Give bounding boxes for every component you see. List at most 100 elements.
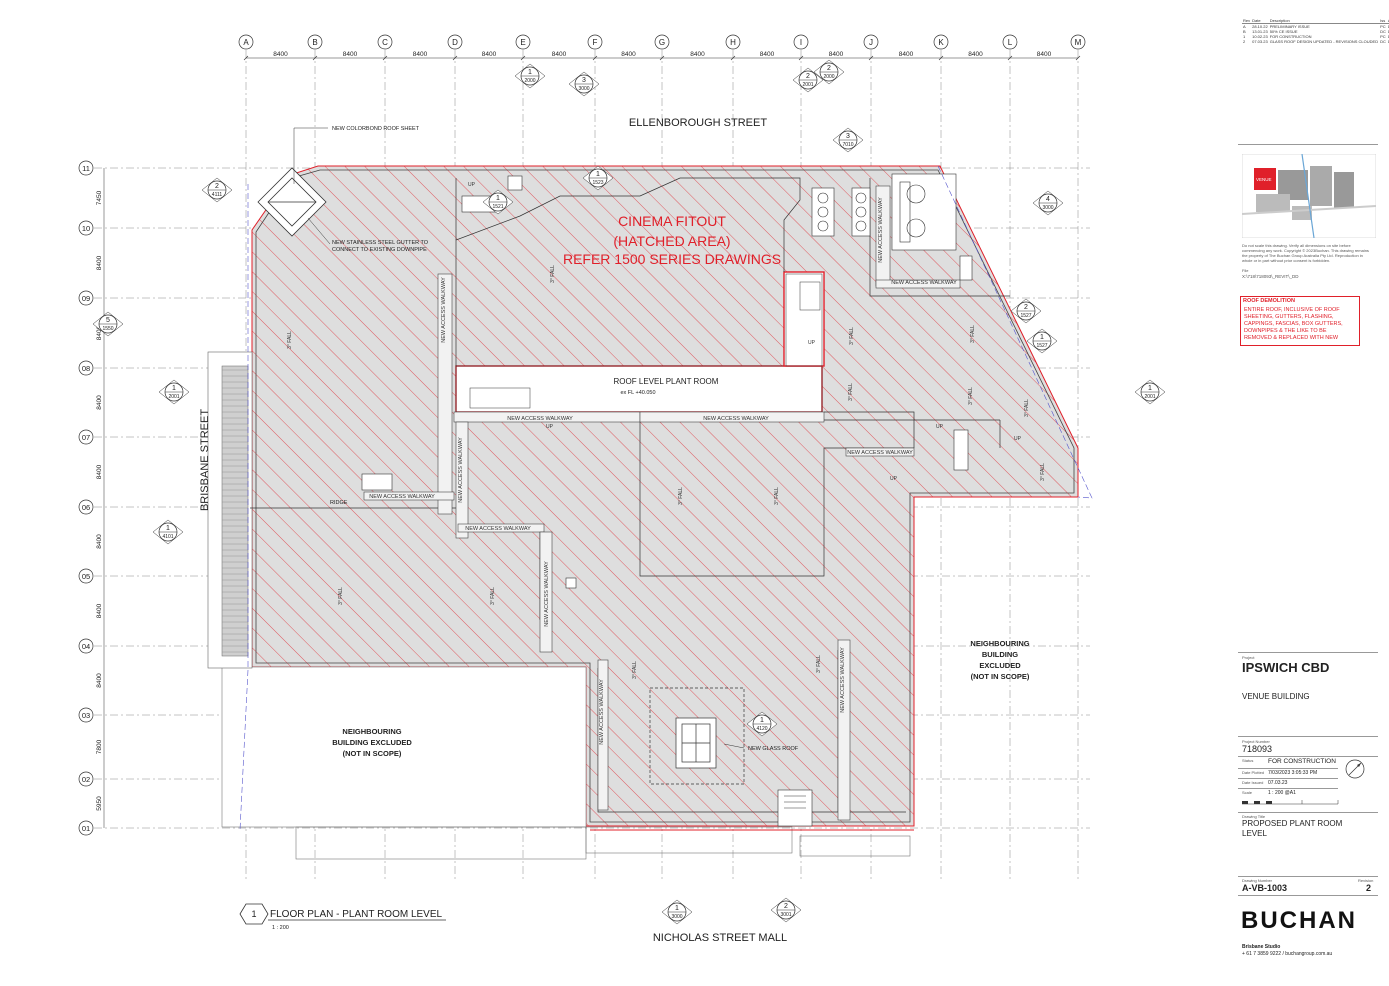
fall-label: 3° FALL bbox=[678, 487, 684, 505]
drawing-title-line-2: LEVEL bbox=[1242, 829, 1267, 838]
neighbour-right-4: (NOT IN SCOPE) bbox=[971, 672, 1030, 681]
dim-row-label: 8400 bbox=[96, 395, 103, 410]
fall-label: 3° FALL bbox=[632, 661, 638, 679]
dim-row-label: 7450 bbox=[96, 190, 103, 205]
studio-name: Brisbane Studio bbox=[1242, 944, 1281, 950]
grid-row-label: 07 bbox=[82, 433, 90, 442]
dim-col-label: 8400 bbox=[760, 51, 775, 58]
walkway-label: NEW ACCESS WALKWAY bbox=[599, 679, 605, 745]
dim-row-label: 5950 bbox=[96, 796, 103, 811]
section-marker-ref: 1521 bbox=[492, 204, 503, 210]
grid-bubble-col bbox=[793, 34, 809, 50]
drawing-title-line-1: PROPOSED PLANT ROOM bbox=[1242, 819, 1343, 828]
rev-cell: A bbox=[1243, 24, 1246, 29]
roof-hatched-area bbox=[251, 165, 1079, 827]
fall-label: 3° FALL bbox=[338, 587, 344, 605]
fall-label: 3° FALL bbox=[970, 325, 976, 343]
rev-cell: 13.01.23 bbox=[1252, 29, 1268, 34]
neighbour-building-left bbox=[221, 666, 587, 828]
up-label: UP bbox=[890, 476, 898, 482]
roof-outline bbox=[255, 169, 1075, 823]
dim-col-label: 8400 bbox=[273, 51, 288, 58]
section-marker-ref: 1550 bbox=[102, 326, 113, 332]
project-name: IPSWICH CBD bbox=[1242, 660, 1330, 675]
key-plan: VENUE bbox=[1242, 154, 1376, 238]
grid-bubble-col bbox=[863, 34, 879, 50]
file-label: File bbox=[1242, 268, 1249, 273]
grid-col-label: G bbox=[659, 38, 665, 47]
scale-bar bbox=[1242, 800, 1339, 805]
up-label: UP bbox=[468, 182, 476, 188]
plant-room bbox=[455, 365, 823, 413]
section-marker-num: 5 bbox=[106, 317, 110, 324]
cinema-note-2: (HATCHED AREA) bbox=[613, 233, 730, 249]
section-marker-num: 3 bbox=[846, 133, 850, 140]
up-label: UP bbox=[936, 424, 944, 430]
walkway-label: NEW ACCESS WALKWAY bbox=[847, 450, 913, 456]
grid-col-label: F bbox=[593, 38, 598, 47]
section-marker-ref: 3001 bbox=[780, 912, 791, 918]
dim-row-label: 8400 bbox=[96, 534, 103, 549]
project-number: 718093 bbox=[1242, 744, 1273, 754]
grid-col-label: L bbox=[1008, 38, 1013, 47]
grid-bubble-row bbox=[78, 820, 94, 836]
neighbour-right-3: EXCLUDED bbox=[979, 661, 1021, 670]
stair-south bbox=[777, 789, 813, 827]
rev-cell: GLASS ROOF DESIGN UPDATED - REVISIONS CL… bbox=[1269, 39, 1379, 44]
file-path: X:\718\718093\_REVIT\_DD bbox=[1242, 274, 1299, 279]
section-marker: 5 1550 bbox=[92, 311, 124, 337]
section-marker-ref: 1527 bbox=[1036, 343, 1047, 349]
drawing-number-label: Drawing Number bbox=[1242, 878, 1273, 883]
dim-col-label: 8400 bbox=[482, 51, 497, 58]
section-marker-ref: 2000 bbox=[823, 74, 834, 80]
status-label: Status bbox=[1242, 758, 1254, 763]
dim-col-label: 8400 bbox=[552, 51, 567, 58]
up-label: UP bbox=[808, 340, 816, 346]
section-marker-ref: 1523 bbox=[592, 180, 603, 186]
street-south: NICHOLAS STREET MALL bbox=[653, 932, 787, 944]
revision-label: Revision bbox=[1358, 878, 1374, 883]
site-boundary bbox=[239, 184, 249, 831]
grid-col-label: J bbox=[869, 38, 873, 47]
roof-demolition-title: ROOF DEMOLITION bbox=[1243, 298, 1295, 304]
date-issued: 07.03.23 bbox=[1268, 780, 1288, 786]
section-marker-num: 1 bbox=[675, 905, 679, 912]
section-marker-ref: 3000 bbox=[578, 86, 589, 92]
section-marker-num: 1 bbox=[596, 171, 600, 178]
grid-col-label: C bbox=[382, 38, 388, 47]
rev-cell: DC bbox=[1380, 29, 1386, 34]
fall-label: 3° FALL bbox=[968, 387, 974, 405]
walkway-label: NEW ACCESS WALKWAY bbox=[878, 197, 884, 263]
rev-cell: 10.02.23 bbox=[1252, 34, 1268, 39]
rev-cell: B bbox=[1243, 29, 1246, 34]
section-marker-num: 1 bbox=[1148, 385, 1152, 392]
grid-bubble-col bbox=[725, 34, 741, 50]
glass-roof bbox=[649, 687, 745, 785]
grid-col-label: A bbox=[243, 38, 249, 47]
grid-bubble-row bbox=[78, 771, 94, 787]
grid-bubble-col bbox=[587, 34, 603, 50]
section-marker-num: 2 bbox=[215, 183, 219, 190]
dim-row-label: 8400 bbox=[96, 603, 103, 618]
grid-bubble-row bbox=[78, 638, 94, 654]
walkway-label: NEW ACCESS WALKWAY bbox=[441, 277, 447, 343]
grid-row-label: 11 bbox=[82, 164, 90, 173]
fall-label: 3° FALL bbox=[849, 327, 855, 345]
walkway-label: NEW ACCESS WALKWAY bbox=[703, 416, 769, 422]
rev-cell: 07.03.23 bbox=[1252, 39, 1268, 44]
neighbour-right-1: NEIGHBOURING bbox=[970, 639, 1029, 648]
grid-bubble-col bbox=[515, 34, 531, 50]
rev-cell: DC bbox=[1387, 29, 1389, 34]
drawing-title-block: 1 FLOOR PLAN - PLANT ROOM LEVEL 1 : 200 bbox=[239, 903, 446, 931]
section-marker-ref: 3000 bbox=[1042, 205, 1053, 211]
